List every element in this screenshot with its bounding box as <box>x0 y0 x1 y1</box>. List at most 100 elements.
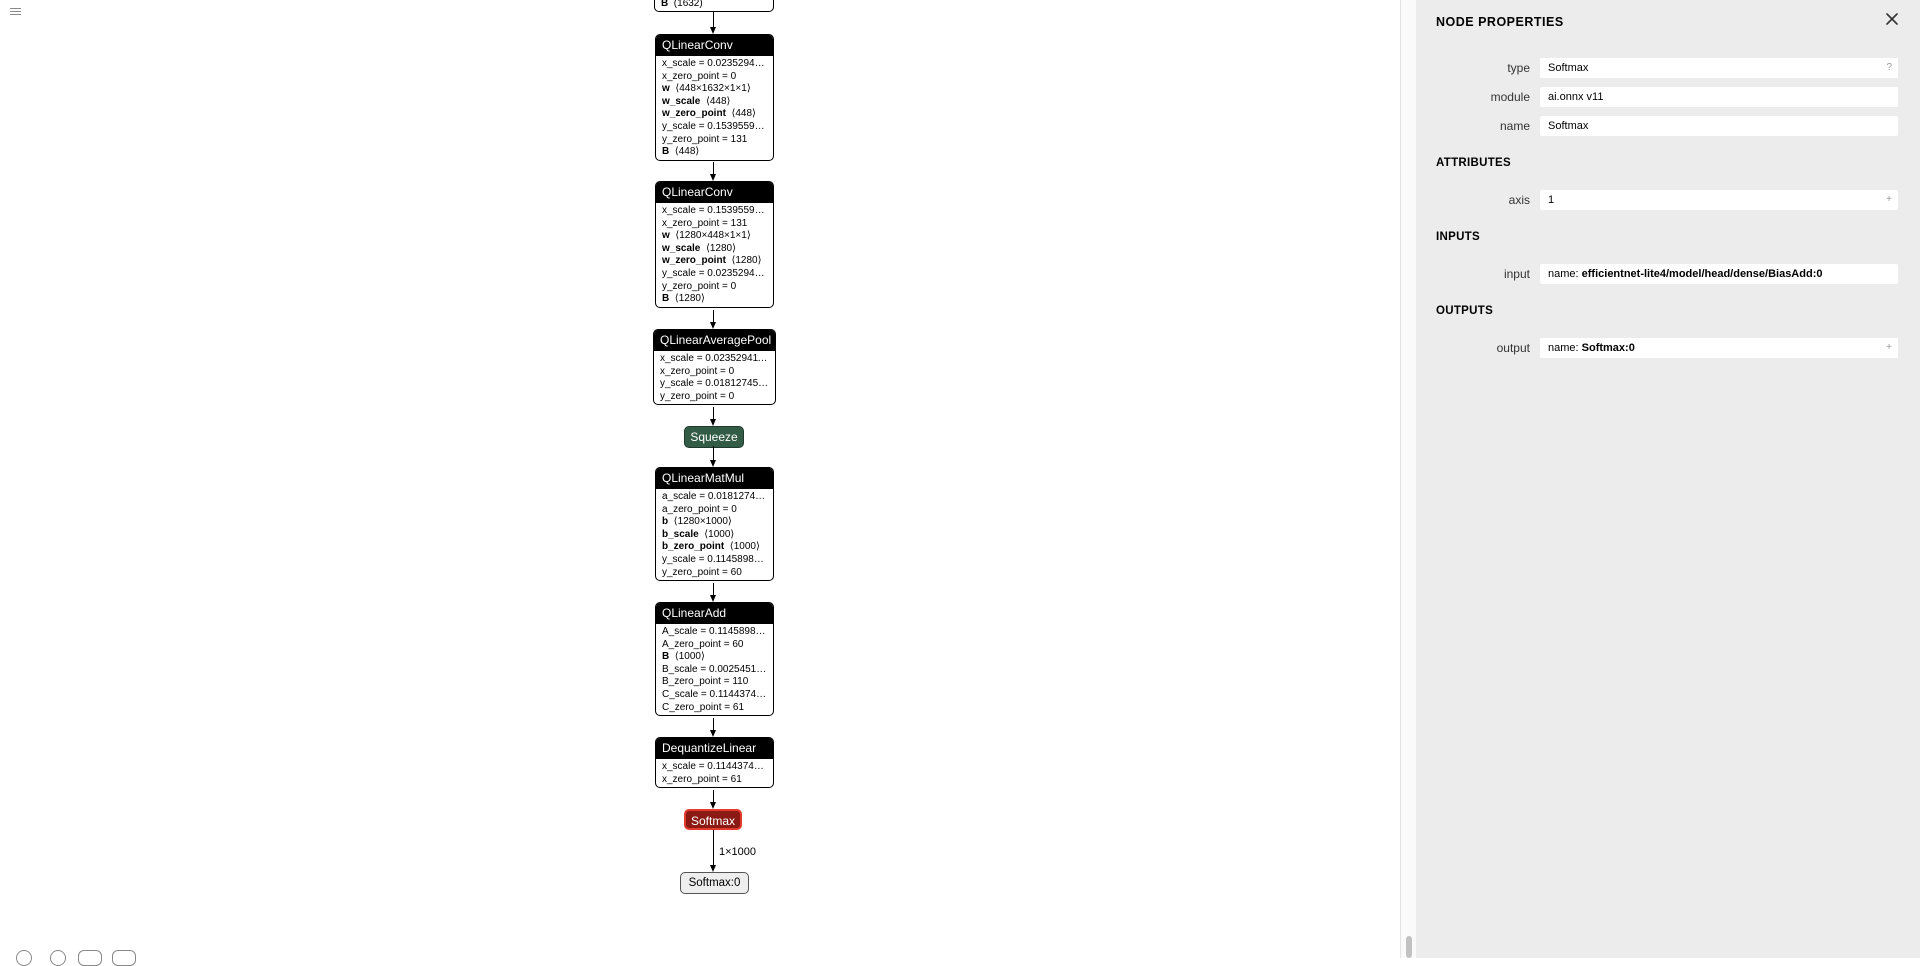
node-attribute: x_zero_point = 0 <box>662 70 737 82</box>
node-attribute: w ⟨448×1632×1×1⟩ <box>662 83 751 95</box>
node-attribute: w_zero_point ⟨1280⟩ <box>662 255 762 267</box>
expand-icon[interactable]: + <box>1886 342 1892 353</box>
module-value: ai.onnx v11 <box>1548 91 1604 103</box>
squeeze-node[interactable]: Squeeze <box>684 426 744 448</box>
type-field[interactable]: Softmax ? <box>1540 58 1898 78</box>
scrollbar[interactable] <box>1400 0 1417 958</box>
edge-arrow-icon <box>710 322 716 329</box>
node-attribute: y_zero_point = 0 <box>662 280 737 292</box>
graph-edge <box>713 790 714 802</box>
fit-icon[interactable] <box>78 950 102 966</box>
axis-field[interactable]: 1 + <box>1540 190 1898 210</box>
edge-arrow-icon <box>710 460 716 467</box>
edge-arrow-icon <box>710 174 716 181</box>
outputs-heading: OUTPUTS <box>1436 305 1494 317</box>
node-attribute: x_scale = 0.0235294117... <box>660 353 769 364</box>
zoom-toolbar <box>16 950 146 966</box>
node-title: DequantizeLinear <box>656 738 773 759</box>
name-field: Softmax <box>1540 116 1898 136</box>
edge-arrow-icon <box>710 419 716 426</box>
input-prefix: name: <box>1548 268 1579 280</box>
node-attribute: y_scale = 0.0181274507... <box>660 378 769 390</box>
node-attribute: w ⟨1280×448×1×1⟩ <box>662 230 751 242</box>
node-attribute: x_zero_point = 61 <box>662 773 742 785</box>
graph-edge <box>713 11 714 27</box>
node-attribute: y_scale = 0.1539559048... <box>662 120 767 132</box>
node-attribute: A_zero_point = 60 <box>662 638 744 650</box>
inputs-heading: INPUTS <box>1436 231 1480 243</box>
node-attribute: x_scale = 0.1144374907... <box>662 761 767 772</box>
node-attribute: B ⟨1000⟩ <box>662 651 705 663</box>
type-label: type <box>1507 61 1530 75</box>
softmax-node[interactable]: Softmax <box>684 809 742 830</box>
graph-node-qlinearconv[interactable]: QLinearConv x_scale = 0.1539559048...x_ze… <box>655 181 774 308</box>
input-label: input <box>1503 267 1530 281</box>
node-title: QLinearConv <box>656 35 773 56</box>
node-title: QLinearAveragePool <box>654 330 775 351</box>
zoom-out-icon[interactable] <box>50 950 66 966</box>
expand-icon[interactable]: + <box>1886 194 1892 205</box>
edge-arrow-icon <box>710 865 716 872</box>
close-icon[interactable] <box>1882 9 1902 29</box>
graph-edge <box>713 830 714 865</box>
softmax-label: Softmax <box>690 814 735 828</box>
node-attribute: B (1632) <box>661 0 703 9</box>
help-icon[interactable]: ? <box>1886 62 1892 73</box>
attributes-heading: ATTRIBUTES <box>1436 157 1511 169</box>
node-attribute: w_zero_point ⟨448⟩ <box>662 108 756 120</box>
axis-value: 1 <box>1548 194 1555 206</box>
node-attribute: b_scale ⟨1000⟩ <box>662 528 735 540</box>
node-attribute: B ⟨1280⟩ <box>662 293 705 305</box>
node-attribute: y_zero_point = 60 <box>662 566 742 578</box>
output-node[interactable]: Softmax:0 <box>680 872 749 894</box>
graph-edge <box>713 446 714 460</box>
node-attribute: a_zero_point = 0 <box>662 503 737 515</box>
input-field[interactable]: name: efficientnet-lite4/model/head/dens… <box>1540 264 1898 284</box>
graph-edge <box>713 583 714 595</box>
type-value: Softmax <box>1548 62 1589 74</box>
export-icon[interactable] <box>112 950 136 966</box>
node-attribute: x_zero_point = 0 <box>660 365 735 377</box>
graph-edge <box>713 407 714 419</box>
graph-node-dequantizelinear[interactable]: DequantizeLinear x_scale = 0.1144374907..… <box>655 737 774 789</box>
graph-edge <box>713 310 714 322</box>
output-field[interactable]: name: Softmax:0 + <box>1540 338 1898 358</box>
node-attribute: y_zero_point = 131 <box>662 133 748 145</box>
graph-node-qlinearaveragepool[interactable]: QLinearAveragePool x_scale = 0.0235294117… <box>653 329 776 406</box>
node-attribute: A_scale = 0.1145898401... <box>662 626 767 637</box>
node-attribute: x_zero_point = 131 <box>662 217 748 229</box>
module-field: ai.onnx v11 <box>1540 87 1898 107</box>
axis-label: axis <box>1508 193 1530 207</box>
node-attribute: B_zero_point = 110 <box>662 676 749 688</box>
node-attribute: w_scale ⟨1280⟩ <box>662 242 736 254</box>
module-label: module <box>1490 90 1530 104</box>
node-properties-sidebar: NODE PROPERTIES type Softmax ? module ai… <box>1416 0 1920 958</box>
node-attribute: b ⟨1280×1000⟩ <box>662 516 732 528</box>
node-title: QLinearConv <box>656 182 773 203</box>
menu-icon[interactable] <box>10 6 21 17</box>
name-label: name <box>1499 119 1530 133</box>
node-attribute: C_scale = 0.1144374907... <box>662 688 767 700</box>
node-attribute: a_scale = 0.0181274507... <box>662 491 767 502</box>
node-attribute: B ⟨448⟩ <box>662 146 700 158</box>
output-value: Softmax:0 <box>1581 342 1635 354</box>
node-attribute: B_scale = 0.0025451602... <box>662 663 767 675</box>
node-attribute: y_zero_point = 0 <box>660 390 735 402</box>
graph-edge <box>713 718 714 730</box>
output-prefix: name: <box>1548 342 1579 354</box>
scroll-thumb[interactable] <box>1406 936 1412 958</box>
edge-arrow-icon <box>710 802 716 809</box>
node-title: QLinearAdd <box>656 603 773 624</box>
node-attribute: y_scale = 0.1145898401... <box>662 553 767 565</box>
node-attribute: w_scale ⟨448⟩ <box>662 95 731 107</box>
graph-node-partial[interactable]: B (1632) <box>654 0 774 12</box>
edge-arrow-icon <box>710 595 716 602</box>
node-attribute: y_scale = 0.0235294117... <box>662 267 767 279</box>
zoom-in-icon[interactable] <box>16 950 32 966</box>
input-value: efficientnet-lite4/model/head/dense/Bias… <box>1581 268 1823 280</box>
node-attribute: x_scale = 0.1539559048... <box>662 205 767 216</box>
